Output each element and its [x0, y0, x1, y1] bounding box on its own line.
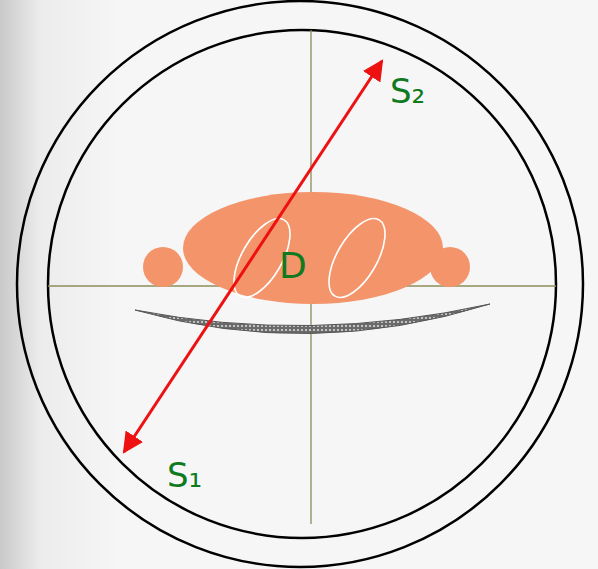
- patient-body: [183, 192, 443, 304]
- detector-label: S₁: [167, 458, 202, 492]
- detector-label: S₂: [390, 74, 425, 108]
- line-of-response: [124, 61, 382, 452]
- patient-arm: [143, 247, 183, 287]
- lung: [318, 210, 397, 306]
- detector-ring: [48, 30, 556, 538]
- point-label: D: [279, 248, 307, 284]
- patient-bed: [135, 304, 490, 334]
- outer-ring: [17, 1, 583, 567]
- patient-arm: [430, 247, 470, 287]
